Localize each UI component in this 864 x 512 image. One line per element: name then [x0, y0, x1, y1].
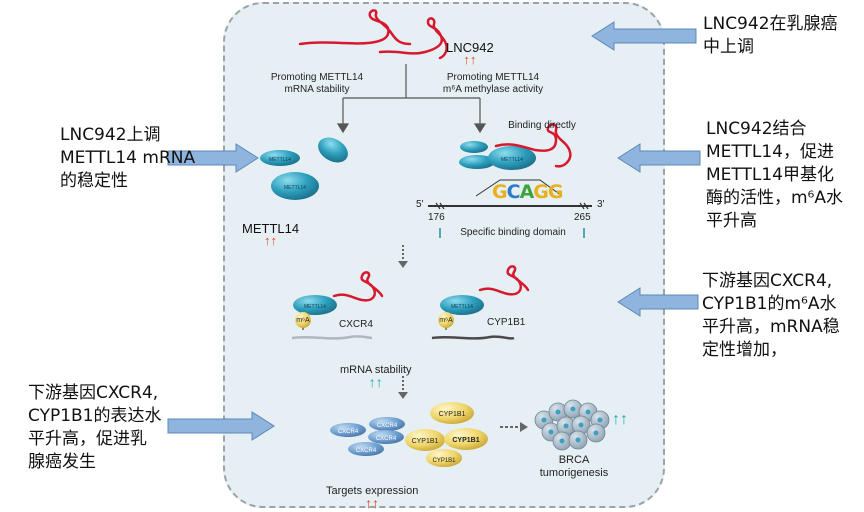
mrna-stability-text: mRNA stability	[340, 364, 412, 376]
position-265-label: 265	[574, 212, 591, 223]
flow-arrow-1	[398, 245, 408, 268]
cyp1b1-protein-label: CYP1B1	[411, 438, 439, 445]
protein-label: METTL14	[304, 304, 326, 310]
m6a-label: m⁶A	[296, 317, 310, 324]
motif-base: G	[547, 181, 564, 203]
annotation-right-3: 下游基因CXCR4, CYP1B1的m⁶A水 平升高，mRNA稳 定性增加，	[702, 271, 840, 360]
tumor-cells-icon	[534, 399, 610, 451]
mettl14-proteins-left	[260, 137, 348, 200]
mrna-stability-up-icon: ↑↑	[368, 374, 383, 390]
m6a-label: m⁶A	[439, 317, 453, 324]
cyp1b1-label: CYP1B1	[487, 317, 526, 328]
lnc942-label: LNC942 ↑↑	[446, 30, 494, 66]
mettl14-name: METTL14	[242, 221, 300, 236]
motif-base: A	[519, 181, 535, 203]
cyp1b1-complex	[431, 265, 530, 340]
annotation-right-2: LNC942结合 METTL14，促进 METTL14甲基化 酶的活性，m⁶A水…	[706, 119, 844, 231]
motif-base: G	[492, 181, 508, 203]
targets-up-icon: ↑↑	[365, 495, 380, 511]
brca-up-icon: ↑↑	[612, 411, 628, 428]
cyp1b1-proteins	[405, 402, 488, 467]
cyp1b1-protein-label: CYP1B1	[452, 437, 480, 444]
protein-label: METTL14	[501, 157, 523, 163]
cxcr4-protein-label: CXCR4	[337, 429, 359, 435]
motif-base: C	[506, 181, 521, 203]
mettl14-proteins-binding	[459, 141, 536, 170]
cxcr4-protein-label: CXCR4	[376, 423, 398, 429]
cxcr4-protein-label: CXCR4	[355, 448, 377, 454]
cyp1b1-protein-label: CYP1B1	[438, 411, 466, 418]
targets-expression-text: Targets expression	[326, 485, 419, 497]
five-prime-label: 5'	[416, 199, 424, 210]
brca-label: BRCA tumorigenesis	[539, 454, 609, 479]
cxcr4-complex	[291, 271, 384, 340]
motif-base: G	[533, 181, 549, 203]
annotation-left-1: LNC942上调 METTL14 mRNA 的稳定性	[60, 125, 196, 191]
diagram-panel	[223, 2, 665, 508]
targets-expression-label: Targets expression ↑↑	[326, 473, 418, 511]
annotation-left-2: 下游基因CXCR4, CYP1B1的表达水 平升高，促进乳 腺癌发生	[28, 383, 162, 472]
flow-arrow-2	[398, 376, 408, 399]
cyp1b1-protein-label: CYP1B1	[432, 458, 456, 464]
binding-directly-label: Binding directly	[508, 120, 576, 131]
annotation-arrow-left-2	[167, 411, 275, 441]
protein-label: METTL14	[284, 185, 306, 191]
mettl14-label: METTL14 ↑↑	[242, 211, 299, 247]
binding-site-sequence	[428, 179, 592, 238]
lnc942-name: LNC942	[446, 40, 494, 55]
promote-stability-label: Promoting METTL14 mRNA stability	[270, 72, 364, 95]
lnc942-rna-binding	[494, 123, 572, 168]
cxcr4-label: CXCR4	[339, 319, 373, 330]
annotation-arrow-right-2	[617, 143, 701, 173]
cxcr4-proteins	[330, 417, 405, 456]
motif-logo: GCAGG	[492, 181, 563, 203]
branch-connector	[336, 64, 487, 134]
protein-label: METTL14	[451, 304, 473, 310]
annotation-right-1: LNC942在乳腺癌 中上调	[703, 14, 838, 57]
flow-arrow-3	[500, 422, 528, 432]
mettl14-up-icon: ↑↑	[264, 233, 278, 248]
protein-label: METTL14	[269, 157, 291, 163]
position-176-label: 176	[428, 212, 445, 223]
annotation-arrow-right-1	[591, 21, 697, 51]
annotation-arrow-left-1	[167, 143, 259, 173]
annotation-arrow-right-3	[617, 287, 699, 317]
lnc942-rna-top	[298, 9, 448, 60]
cxcr4-protein-label: CXCR4	[375, 436, 397, 442]
lnc942-up-icon: ↑↑	[463, 52, 477, 67]
promote-activity-label: Promoting METTL14 m⁶A methylase activity	[442, 72, 544, 95]
mrna-stability-label: mRNA stability ↑↑	[340, 352, 412, 390]
three-prime-label: 3'	[597, 199, 605, 210]
binding-domain-label: Specific binding domain	[460, 227, 566, 238]
